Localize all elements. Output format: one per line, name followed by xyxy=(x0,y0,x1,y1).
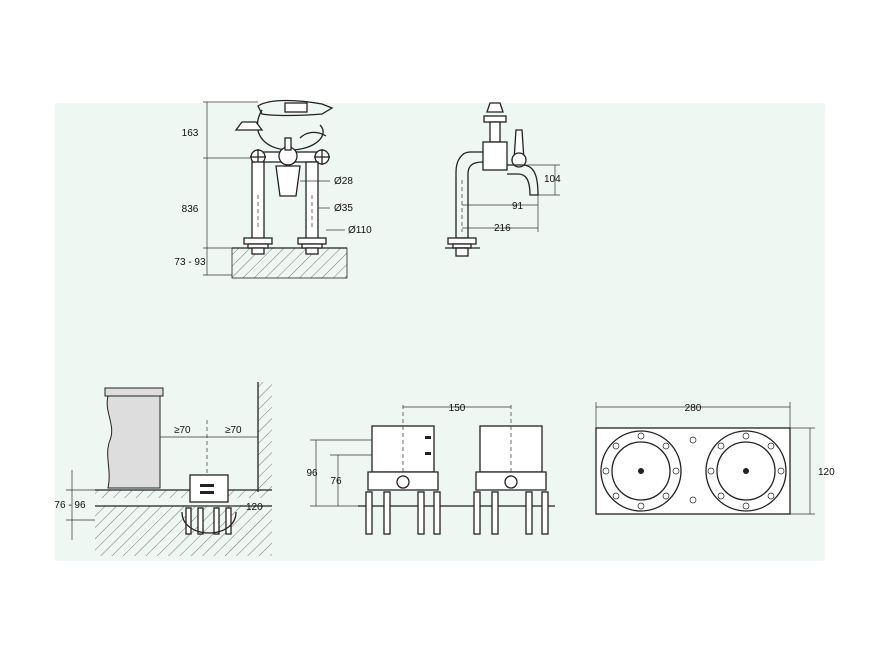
dim-deck-thickness: 73 - 93 xyxy=(174,257,206,268)
dim-spout-height: 104 xyxy=(544,174,561,185)
dim-spout-offset: 91 xyxy=(512,201,524,212)
dim-box-width: 120 xyxy=(246,502,263,513)
cross-handle-right xyxy=(314,149,330,165)
bath-rim xyxy=(104,387,164,397)
dim-plate-width: 280 xyxy=(685,403,702,414)
dim-body-height: 836 xyxy=(182,204,199,215)
leg-right xyxy=(305,161,319,241)
installation-boxes-view: 150 96 76 xyxy=(306,403,555,535)
room-wall xyxy=(258,382,272,492)
flange-right xyxy=(297,237,327,245)
dim-flange-dia: Ø110 xyxy=(348,225,372,236)
dim-handshower-height: 163 xyxy=(182,128,199,139)
valve-body xyxy=(482,141,508,171)
side-elevation-view: 104 91 216 xyxy=(445,102,561,257)
dim-clearance-left: ≥70 xyxy=(174,425,191,436)
spout xyxy=(275,165,301,197)
cover-ring-left xyxy=(600,430,682,512)
side-spout xyxy=(507,164,539,196)
floor-screed xyxy=(95,490,272,498)
dim-center-distance: 150 xyxy=(449,403,466,414)
dim-total-height: 96 xyxy=(306,468,318,479)
leg-left xyxy=(251,161,265,241)
bath-wall xyxy=(106,395,161,489)
dim-plate-height: 120 xyxy=(818,467,835,478)
cover-plate-view: 280 120 xyxy=(595,402,835,515)
dim-box-height: 76 xyxy=(330,476,342,487)
dim-spout-reach: 216 xyxy=(494,223,511,234)
top-handle xyxy=(486,102,504,113)
shower-head xyxy=(234,121,264,131)
dim-floor-thickness: 76 - 96 xyxy=(54,500,86,511)
cover-ring-right xyxy=(705,430,787,512)
dim-leg-dia: Ø35 xyxy=(334,203,353,214)
dim-clearance-right: ≥70 xyxy=(225,425,242,436)
install-box xyxy=(189,474,229,503)
floor-anchors xyxy=(181,507,237,535)
deck-section xyxy=(231,247,348,279)
floor-slab xyxy=(95,506,272,556)
handshower-handset xyxy=(257,99,334,117)
installation-section-view: ≥70 ≥70 76 - 96 120 xyxy=(54,382,272,556)
box-anchors xyxy=(365,491,549,535)
front-elevation-view: 163 836 73 - 93 Ø28 Ø35 Ø110 xyxy=(174,99,372,279)
flange-left xyxy=(243,237,273,245)
dim-spout-dia: Ø28 xyxy=(334,176,353,187)
